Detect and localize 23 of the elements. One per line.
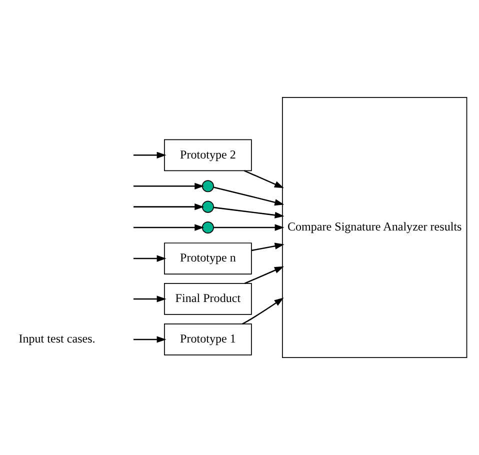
arrow [252,242,284,252]
arrow [134,224,204,231]
arrow [242,298,284,324]
node-circle [202,180,214,192]
node-circle [202,221,214,234]
arrow [244,170,284,188]
label: Input test cases. [18,332,96,346]
arrow [213,206,284,218]
arrow [134,204,204,210]
arrow [134,152,166,158]
arrow [134,182,204,190]
node-box: Compare Signature Analyzer results [282,97,468,358]
arrow [244,266,284,284]
arrow [134,336,166,343]
arrow [134,296,166,302]
node-box: Final Product [164,283,252,315]
node-box: Prototype 1 [164,324,252,356]
node-box: Prototype n [164,242,252,274]
node-box: Prototype 2 [164,139,252,172]
arrow [213,186,284,206]
arrow [134,255,166,262]
arrow [214,224,284,231]
node-circle [202,200,214,213]
